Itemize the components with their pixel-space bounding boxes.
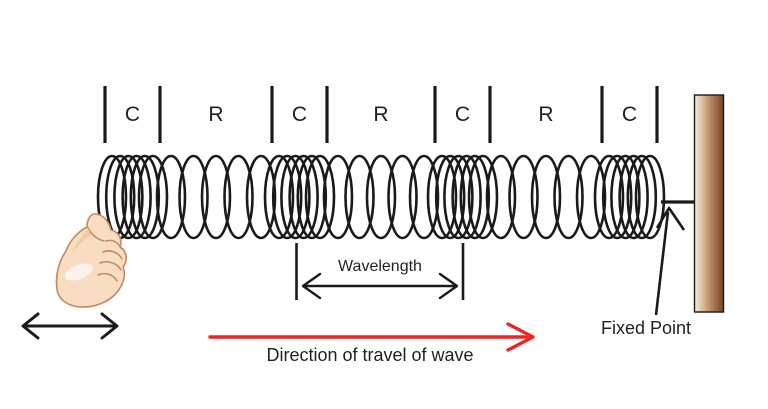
wavelength-annotation: Wavelength [295,243,465,300]
region-label-c: C [292,103,307,126]
spring-coil-compressed [296,154,328,240]
hand-highlight [64,263,94,281]
spring-coil-compressed [129,154,161,240]
hand-fist-shape [55,213,127,308]
spring-coil-compressed [626,154,658,240]
spring-coil-compressed [593,154,625,240]
spring-coil-rarefied [365,154,397,240]
spring-coil-compressed [137,154,169,240]
spring-coil-compressed [443,154,474,240]
wavelength-double-arrow [301,272,459,300]
region-label-r: R [208,103,223,126]
fixed-point-label: Fixed Point [601,318,691,338]
region-label-c: C [125,103,140,126]
spring-coil-compressed [280,154,311,240]
fixed-point-arrow [654,206,686,316]
region-label-c: C [455,103,470,126]
spring-coil-rarefied [553,154,584,240]
spring-coil-rarefied [530,154,562,240]
hand-thumb-shade [72,229,91,253]
spring-coil-compressed [263,154,295,240]
spring-coil-compressed [113,154,144,240]
direction-label: Direction of travel of wave [266,345,473,365]
spring-coil-compressed [426,154,458,240]
spring-coil-compressed [610,154,641,240]
spring-coil-compressed [304,154,336,240]
spring-coil [96,154,666,240]
spring-coil-compressed [121,154,152,240]
wavelength-label: Wavelength [338,258,422,275]
spring-coil-rarefied [245,154,277,240]
spring-coil-rarefied [223,154,254,240]
spring-coil-compressed [271,154,303,240]
spring-coil-rarefied [575,154,607,240]
spring-coil-compressed [634,154,666,240]
spring-coil-compressed [467,154,499,240]
spring-coil-rarefied [200,154,232,240]
spring-coil-rarefied [387,154,418,240]
spring-coil-rarefied [344,154,375,240]
hand-motion-arrow [21,312,119,340]
region-boundary-ticks [103,86,659,143]
hand-illustration [55,213,127,308]
spring-coil-compressed [601,154,633,240]
fixed-point-annotation: Fixed Point [601,206,691,338]
spring-coil-rarefied [155,154,187,240]
direction-arrow [208,322,535,352]
direction-arrow-head [506,322,535,352]
spring-coil-compressed [459,154,491,240]
spring-coil-compressed [451,154,482,240]
spring-coil-compressed [288,154,319,240]
spring-coil-rarefied [508,154,539,240]
spring-coil-rarefied [322,154,354,240]
region-label-c: C [622,103,637,126]
spring-coil-rarefied [485,154,517,240]
spring-coil-rarefied [178,154,209,240]
region-label-r: R [373,103,388,126]
spring-coil-compressed [618,154,649,240]
region-label-r: R [538,103,553,126]
spring-coil-rarefied [408,154,440,240]
spring-coil-compressed [434,154,466,240]
fixed-wall [693,94,725,313]
